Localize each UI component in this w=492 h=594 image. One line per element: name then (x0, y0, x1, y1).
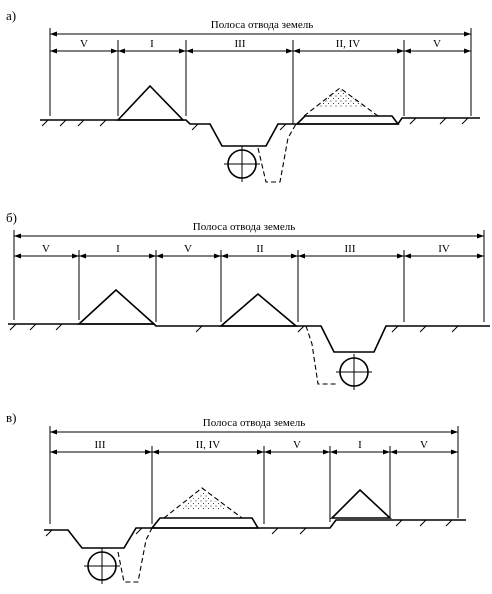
zone-label: V (184, 243, 192, 255)
soil-heap (295, 115, 400, 125)
trench-outline-dashed (257, 123, 297, 183)
zone-label: V (42, 243, 50, 255)
zone-label: I (358, 439, 362, 451)
diagram-b-label: б) (6, 210, 17, 225)
zone-label: V (80, 38, 88, 50)
soil-heap (116, 84, 185, 121)
ground-hatching (9, 323, 459, 333)
soil-heap-fill (178, 492, 230, 510)
soil-heap (150, 517, 260, 529)
heap-outline-dashed (163, 487, 243, 519)
zone-label: IV (438, 243, 450, 255)
diagram-c-title: Полоса отвода земель (203, 417, 305, 429)
zone-label: II, IV (196, 439, 220, 451)
diagram-a-label: а) (6, 8, 16, 23)
zone-label: V (293, 439, 301, 451)
soil-heap (218, 292, 299, 327)
trench-outline-dashed (117, 527, 153, 583)
ground-profile (40, 117, 480, 147)
zone-label: III (345, 243, 356, 255)
diagram-a-title: Полоса отвода земель (211, 19, 313, 31)
diagram-a: а) Полоса отвода земель V I III II, IV V (6, 8, 480, 183)
zone-label: I (116, 243, 120, 255)
zone-label: I (150, 38, 154, 50)
zone-label: V (433, 38, 441, 50)
diagram-c-label: в) (6, 410, 16, 425)
ground-profile (44, 519, 466, 549)
zone-label: III (95, 439, 106, 451)
soil-heap-fill (316, 88, 366, 108)
zone-label: II, IV (336, 38, 360, 50)
soil-heap (330, 488, 393, 519)
zone-label: V (420, 439, 428, 451)
ground-hatching (45, 519, 453, 537)
trench-outline-dashed (305, 325, 336, 385)
diagram-b-title: Полоса отвода земель (193, 221, 295, 233)
zone-label: III (235, 38, 246, 50)
diagram-b: б) Полоса отвода земель V I V II III IV (6, 210, 490, 390)
ground-hatching (41, 117, 469, 131)
ground-profile (8, 323, 490, 353)
diagram-c: в) Полоса отвода земель III II, IV V I V (6, 410, 466, 584)
soil-heap (76, 288, 157, 325)
zone-label: II (256, 243, 264, 255)
